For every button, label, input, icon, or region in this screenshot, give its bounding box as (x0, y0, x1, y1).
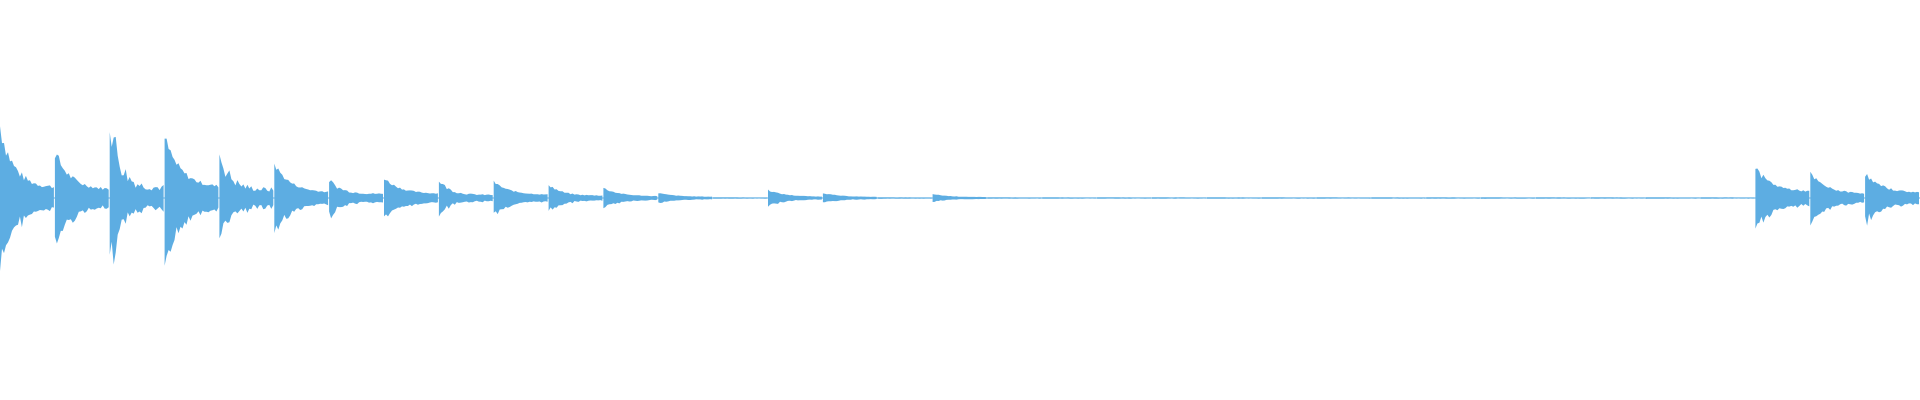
waveform-segment (1316, 197, 1371, 199)
waveform-segment (1865, 174, 1919, 226)
waveform-segment (1426, 197, 1481, 199)
waveform-segment (768, 189, 822, 207)
waveform-segment (219, 154, 274, 239)
waveform-segments (0, 126, 1919, 272)
waveform-segment (274, 163, 329, 234)
waveform-segment (54, 154, 109, 244)
waveform-segment (384, 179, 438, 217)
waveform-segment (877, 197, 932, 199)
waveform-segment (987, 197, 1042, 199)
waveform-segment (1810, 171, 1865, 226)
waveform-segment (1152, 197, 1206, 199)
waveform-segment (822, 193, 877, 203)
waveform-segment (713, 197, 767, 199)
waveform-segment (1261, 197, 1316, 199)
waveform-segment (658, 193, 713, 203)
waveform-segment (1755, 168, 1810, 229)
waveform-segment (548, 185, 603, 211)
waveform-segment (1700, 197, 1755, 199)
waveform-segment (1042, 197, 1097, 199)
waveform-segment (1097, 197, 1151, 199)
waveform-segment (329, 180, 383, 219)
waveform-segment (932, 194, 987, 202)
waveform-segment (1645, 197, 1700, 199)
waveform-segment (1371, 197, 1426, 199)
waveform-segment (1536, 197, 1590, 199)
waveform-segment (493, 180, 548, 215)
waveform-segment (603, 187, 658, 209)
waveform-segment (1590, 197, 1645, 199)
waveform-segment (0, 126, 54, 272)
waveform-segment (164, 138, 219, 266)
waveform-segment (109, 132, 164, 265)
waveform-segment (438, 181, 493, 217)
waveform-segment (1481, 197, 1535, 199)
waveform-segment (1206, 197, 1261, 199)
